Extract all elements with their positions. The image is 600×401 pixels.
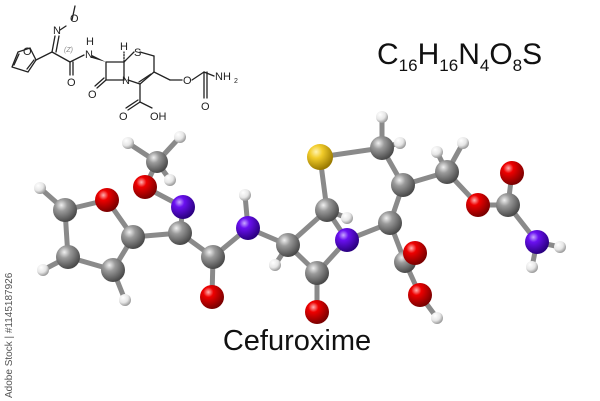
atom-label: O [23,46,32,58]
atom-label: N [85,49,93,61]
atom-label: H [86,36,94,48]
atom-label: O [88,89,97,101]
atom-label: NH [215,71,231,83]
atom-label: 2 [234,78,238,85]
compound-name: Cefuroxime [222,325,372,357]
atom-label: O [201,101,210,113]
atom-label: N [53,25,61,37]
molecular-formula: C16H16N4O8S [377,38,543,75]
atoms [34,111,566,324]
atom-label: O [119,111,128,123]
stereo-label: (Z) [64,47,73,54]
atom-label: O [70,13,79,25]
atom-label: O [67,77,76,89]
bonds [37,114,563,321]
atom-label: OH [150,111,167,123]
atom-label: S [134,47,141,59]
atom-label: H [120,41,128,53]
atom-label: N [122,75,130,87]
stock-watermark: Adobe Stock | #1145187926 [4,272,15,398]
atom-label: O [183,75,192,87]
skeletal-formula: O N (Z) H N H S O O O N O NH 2 O O OH [11,5,238,123]
